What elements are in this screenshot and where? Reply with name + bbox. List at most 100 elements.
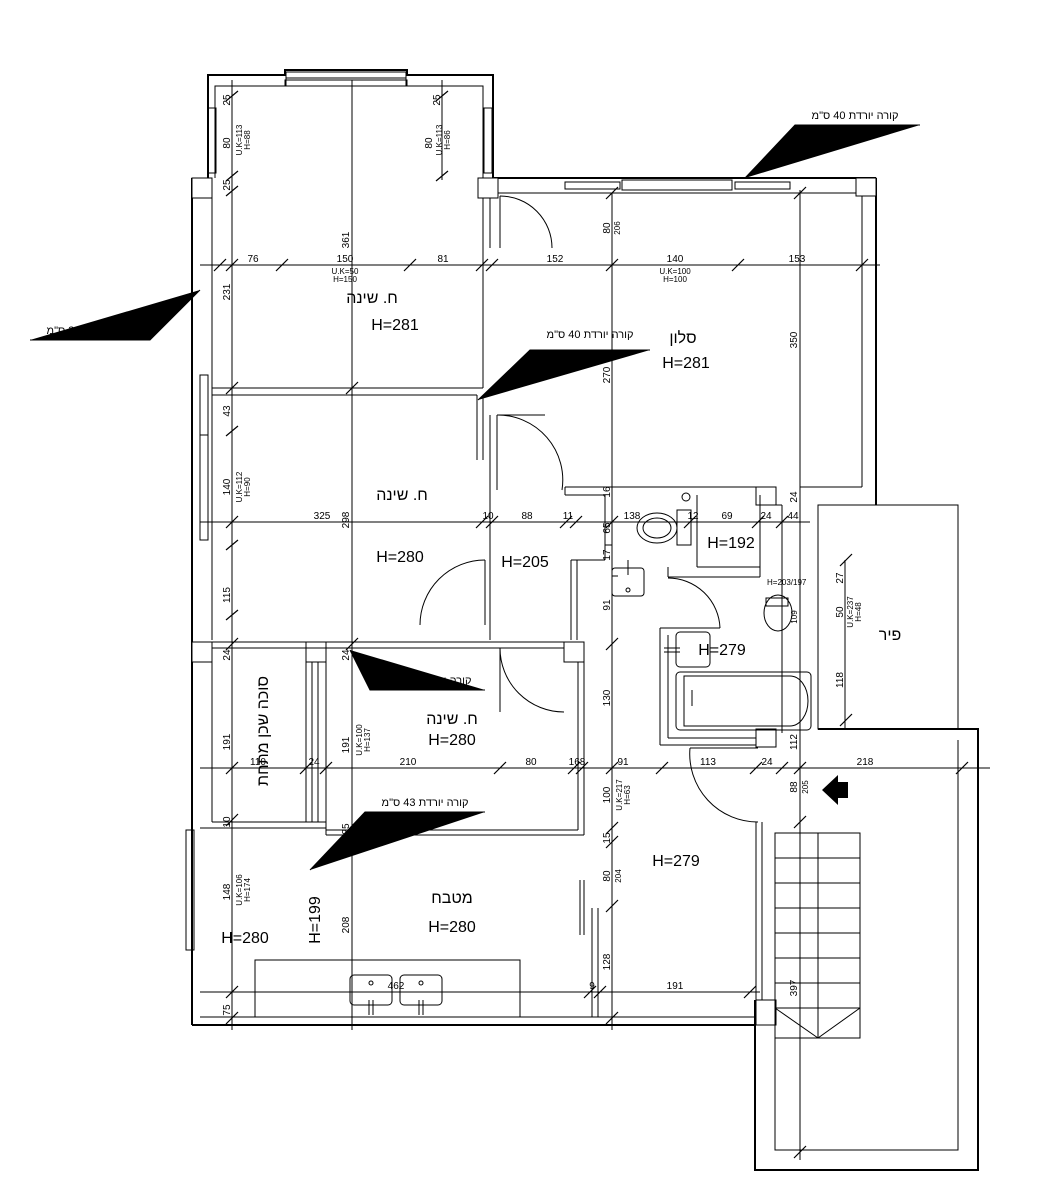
dim-text: 150 (337, 254, 354, 265)
dim-text: 88 (521, 511, 533, 522)
dim-text: 24 (308, 757, 320, 768)
columns (191, 177, 877, 1026)
dim-text: 24 (760, 511, 772, 522)
dim-text: 112 (789, 734, 800, 750)
dim-text: 397 (789, 979, 800, 996)
dim-text: 208 (341, 916, 352, 933)
dim-text: H=90 (243, 477, 252, 497)
bedroom2-height: H=280 (376, 549, 424, 566)
dim-text: 168 (569, 757, 586, 768)
dim-text: 27 (835, 572, 846, 584)
dim-text: 25 (222, 94, 233, 106)
stairs (774, 775, 861, 1039)
dim-text: 140 (667, 254, 684, 265)
dim-text: 65 (602, 522, 613, 534)
dim-text: U.K=106 (235, 874, 244, 906)
sukkah-name: סוכה שכן מתחת (255, 676, 272, 786)
dim-text: 69 (721, 511, 733, 522)
bedroom3-height: H=280 (428, 732, 476, 749)
dim-text: H=174 (243, 878, 252, 902)
dim-text: 140 (222, 478, 233, 495)
room-labels: ח. שינה H=281 ח. שינה H=280 סלון H=281 H… (221, 290, 901, 947)
dim-text: U.K=112 (235, 471, 244, 502)
pir-name: פיר (879, 627, 901, 644)
dim-text: 191 (667, 981, 684, 992)
kitchen-side-height: H=280 (221, 930, 269, 947)
dim-text: 462 (388, 981, 405, 992)
dim-text: 80 (424, 137, 435, 149)
dim-text: U.K=113 (235, 124, 244, 155)
dim-text: 361 (341, 231, 352, 248)
dim-text: 152 (547, 254, 564, 265)
dim-text: 100 (602, 786, 613, 803)
hall-height: H=205 (501, 554, 549, 571)
dim-text: 16 (602, 486, 613, 498)
bedroom3-name: ח. שינה (426, 711, 478, 728)
dim-text: 50 (835, 606, 846, 618)
dim-text: 210 (400, 757, 417, 768)
living-name: סלון (669, 329, 696, 347)
dim-text: 12 (687, 511, 699, 522)
dim-text: 191 (341, 736, 352, 753)
beam-notes: קורה יורדת 40 ס"מ קורה יורדת 38 ס"מ קורה… (47, 110, 899, 809)
dim-text: 148 (222, 883, 233, 900)
dim-text: 91 (617, 757, 629, 768)
dim-text: 270 (602, 366, 613, 383)
dim-text: 80 (525, 757, 537, 768)
dim-text: 110 (250, 757, 266, 768)
dim-text: 24 (341, 649, 352, 661)
dim-text: 81 (437, 254, 449, 265)
dim-text: 76 (247, 254, 259, 265)
dim-text: U.K=217 (615, 779, 624, 811)
doors (419, 195, 759, 823)
note-leaders (30, 124, 920, 871)
dim-text: 325 (314, 511, 331, 522)
dim-text: H=203/197 (767, 578, 807, 587)
dim-text: 9 (589, 981, 595, 992)
beam-note-left: קורה יורדת 38 ס"מ (47, 325, 134, 337)
beam-note-top: קורה יורדת 40 ס"מ (812, 110, 899, 122)
dim-text: 138 (624, 511, 641, 522)
dim-text: 25 (432, 94, 443, 106)
dim-text: 113 (700, 757, 716, 768)
dim-text: H=86 (443, 130, 452, 150)
dim-text: 11 (563, 511, 574, 522)
dim-text: 24 (761, 757, 773, 768)
dimension-texts: 25 80 U.K=113 H=88 25 80 U.K=113 H=86 25… (222, 94, 874, 1016)
dim-text: 191 (222, 733, 233, 750)
dim-text: 115 (222, 587, 233, 603)
dim-text: 25 (222, 179, 233, 191)
bedroom2-name: ח. שינה (376, 487, 428, 504)
dim-text: U.K=100 (659, 267, 691, 276)
dim-text: H=137 (363, 728, 372, 752)
beam-note-39: קורה יורדת 39 ס"מ (385, 675, 472, 687)
bath-height: H=279 (698, 642, 746, 659)
dim-text: U.K=50 (332, 267, 359, 276)
dim-text: H=48 (854, 602, 863, 622)
kitchen-199-height: H=199 (307, 896, 324, 944)
dim-text: H=63 (623, 785, 632, 805)
kitchen-height: H=280 (428, 919, 476, 936)
dim-text: 25 (341, 823, 352, 835)
bedroom1-name: ח. שינה (346, 290, 398, 307)
dim-text: 24 (222, 649, 233, 661)
living-height: H=281 (662, 355, 710, 372)
dim-text: 205 (801, 780, 810, 794)
dim-text: 128 (602, 953, 613, 970)
dim-text: U.K=113 (435, 124, 444, 155)
dim-text: 130 (602, 689, 613, 706)
dim-text: 204 (614, 869, 623, 883)
dim-text: 17 (602, 549, 613, 561)
interior-walls (200, 198, 783, 1018)
dim-text: H=150 (333, 275, 357, 284)
beam-note-mid: קורה יורדת 40 ס"מ (547, 329, 634, 341)
dim-text: H=100 (663, 275, 687, 284)
bedroom1-height: H=281 (371, 317, 419, 334)
entry-arrow-icon (822, 775, 848, 805)
dim-text: 231 (222, 283, 233, 300)
kitchen-name: מטבח (431, 890, 473, 907)
dim-text: 218 (857, 757, 874, 768)
dim-text: 298 (341, 511, 352, 528)
dim-text: 75 (222, 1004, 233, 1016)
